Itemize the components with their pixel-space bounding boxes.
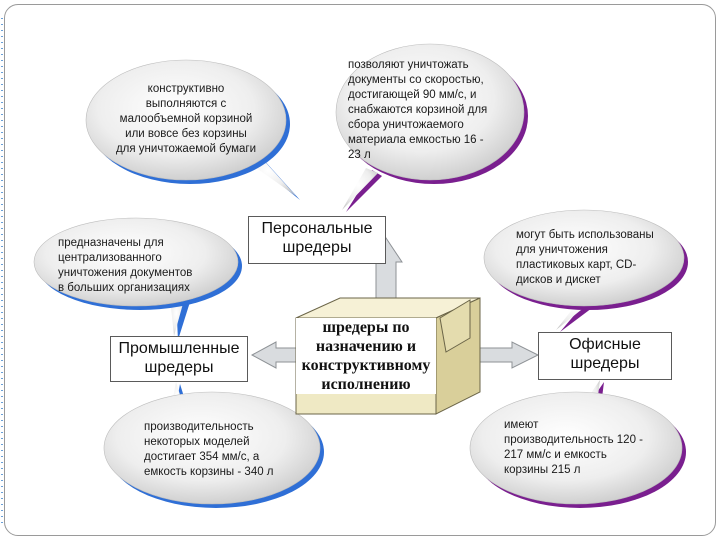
arrow-left-industrial (250, 341, 301, 369)
label-industrial-shredders: Промышленные шредеры (110, 336, 248, 382)
dotted-border (1, 18, 3, 524)
bubble-centralized (33, 217, 242, 340)
bubble-text-industrial-perf: производительность некоторых моделей дос… (144, 421, 274, 478)
bubble-text-personal-speed: позволяют уничтожать документы со скорос… (348, 59, 488, 161)
bubble-industrial-perf (103, 382, 324, 508)
bubble-compact-basket (85, 59, 300, 200)
label-office-shredders: Офисные шредеры (538, 332, 672, 380)
center-label: шредеры по назначению и конструктивному … (296, 318, 436, 394)
bubble-text-compact-basket: конструктивно выполняются с малообъемной… (115, 83, 257, 155)
bubble-office-media (483, 209, 688, 332)
label-personal-shredders: Персональные шредеры (248, 216, 386, 264)
bubble-text-office-perf: имеют производительность 120 - 217 мм/с … (504, 419, 643, 476)
bubble-text-centralized: предназначены для централизованного унич… (58, 237, 193, 294)
bubble-text-office-media: могут быть использованы для уничтожения … (516, 229, 654, 286)
bubble-office-perf (469, 380, 686, 508)
box-flap (439, 299, 471, 353)
bubble-personal-speed (335, 43, 528, 212)
